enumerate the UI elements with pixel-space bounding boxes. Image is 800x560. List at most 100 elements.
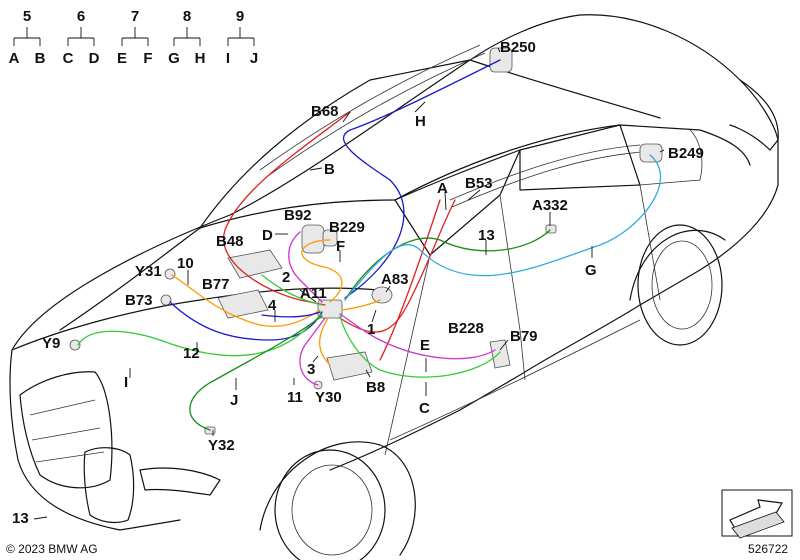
label-j: J: [230, 392, 238, 409]
callouts: B250 H B68 B B249 A B53 A332 13 G B92 B2…: [12, 39, 704, 527]
label-b53: B53: [465, 175, 493, 192]
label-3: 3: [307, 361, 315, 378]
legend-left: A: [9, 50, 20, 67]
label-b229: B229: [329, 219, 365, 236]
legend-left: E: [117, 50, 127, 67]
label-4: 4: [268, 297, 277, 314]
wire-3: [318, 317, 331, 366]
b48-module: [227, 249, 283, 279]
wire-2: [261, 274, 323, 306]
wire-b: [222, 111, 351, 306]
wire-11: [299, 317, 326, 386]
wire-i: [77, 313, 323, 357]
label-b77: B77: [202, 276, 230, 293]
label-y31: Y31: [135, 263, 162, 280]
label-h: H: [415, 113, 426, 130]
label-a: A: [437, 180, 448, 197]
wire-13: [344, 229, 551, 301]
label-12: 12: [183, 345, 200, 362]
part-number: 526722: [748, 542, 788, 556]
legend-right: F: [143, 50, 152, 67]
car-outline: [9, 14, 779, 560]
wire-f: [301, 239, 343, 303]
wire-12: [169, 301, 323, 341]
wire-10: [171, 274, 321, 327]
label-b79: B79: [510, 328, 538, 345]
copyright-text: © 2023 BMW AG: [6, 542, 98, 556]
label-a332: A332: [532, 197, 568, 214]
label-b92: B92: [284, 207, 312, 224]
label-2: 2: [282, 269, 290, 286]
legend-index: 8: [183, 8, 191, 25]
legend-left: G: [168, 50, 180, 67]
label-b: B: [324, 161, 335, 178]
wiring-harness: [77, 59, 662, 431]
label-c: C: [419, 400, 430, 417]
legend-index: 9: [236, 8, 244, 25]
b249-sensor: [639, 143, 663, 163]
wire-g: [344, 154, 662, 301]
label-y30: Y30: [315, 389, 342, 406]
legend-index: 6: [77, 8, 85, 25]
label-13: 13: [478, 227, 495, 244]
legend-right: B: [35, 50, 46, 67]
leader-lines: [33, 47, 665, 520]
a11-control-unit: [317, 299, 343, 319]
b73-sensor: [160, 294, 172, 306]
folded-corner-arrow-icon: [721, 489, 793, 539]
b77-module: [217, 289, 269, 319]
label-b8: B8: [366, 379, 385, 396]
b92-sensor: [301, 224, 325, 254]
b250-sensor: [489, 47, 513, 73]
a83-unit: [371, 286, 393, 304]
b229-sensor: [322, 229, 338, 247]
label-b68: B68: [311, 103, 339, 120]
wire-c: [339, 315, 501, 378]
label-y32: Y32: [208, 437, 235, 454]
legend-right: J: [250, 50, 258, 67]
wire-a2: [379, 199, 441, 361]
b8-module: [326, 351, 373, 381]
legend: 5 A B 6 C D 7 E F 8: [9, 8, 259, 67]
wire-4: [261, 311, 321, 318]
legend-group: 9 I J: [226, 8, 258, 67]
label-b48: B48: [216, 233, 244, 250]
label-a11: A11: [300, 285, 327, 302]
b228-sensor: [489, 339, 511, 369]
label-1: 1: [367, 321, 375, 338]
wire-d: [288, 231, 323, 303]
y31-connector: [164, 268, 176, 280]
label-e: E: [420, 337, 430, 354]
label-i: I: [124, 374, 128, 391]
legend-right: H: [195, 50, 206, 67]
wire-1: [341, 299, 381, 311]
label-d: D: [262, 227, 273, 244]
legend-group: 8 G H: [168, 8, 205, 67]
label-b249: B249: [668, 145, 704, 162]
legend-index: 5: [23, 8, 31, 25]
wire-e: [339, 313, 496, 360]
wire-a: [339, 199, 456, 333]
legend-index: 7: [131, 8, 139, 25]
label-g: G: [585, 262, 597, 279]
label-y9: Y9: [42, 335, 60, 352]
label-b250: B250: [500, 39, 536, 56]
legend-left: I: [226, 50, 230, 67]
legend-group: 6 C D: [63, 8, 100, 67]
wire-h: [342, 59, 501, 299]
label-a83: A83: [381, 271, 409, 288]
label-11: 11: [287, 389, 303, 406]
label-b228: B228: [448, 320, 484, 337]
y9-connector: [69, 339, 81, 351]
label-f: F: [336, 238, 345, 255]
label-13-footnote: 13: [12, 510, 29, 527]
wire-j: [189, 315, 323, 431]
legend-right: D: [89, 50, 100, 67]
components: [69, 47, 663, 435]
legend-left: C: [63, 50, 74, 67]
label-b73: B73: [125, 292, 153, 309]
legend-group: 7 E F: [117, 8, 153, 67]
label-10: 10: [177, 255, 194, 272]
